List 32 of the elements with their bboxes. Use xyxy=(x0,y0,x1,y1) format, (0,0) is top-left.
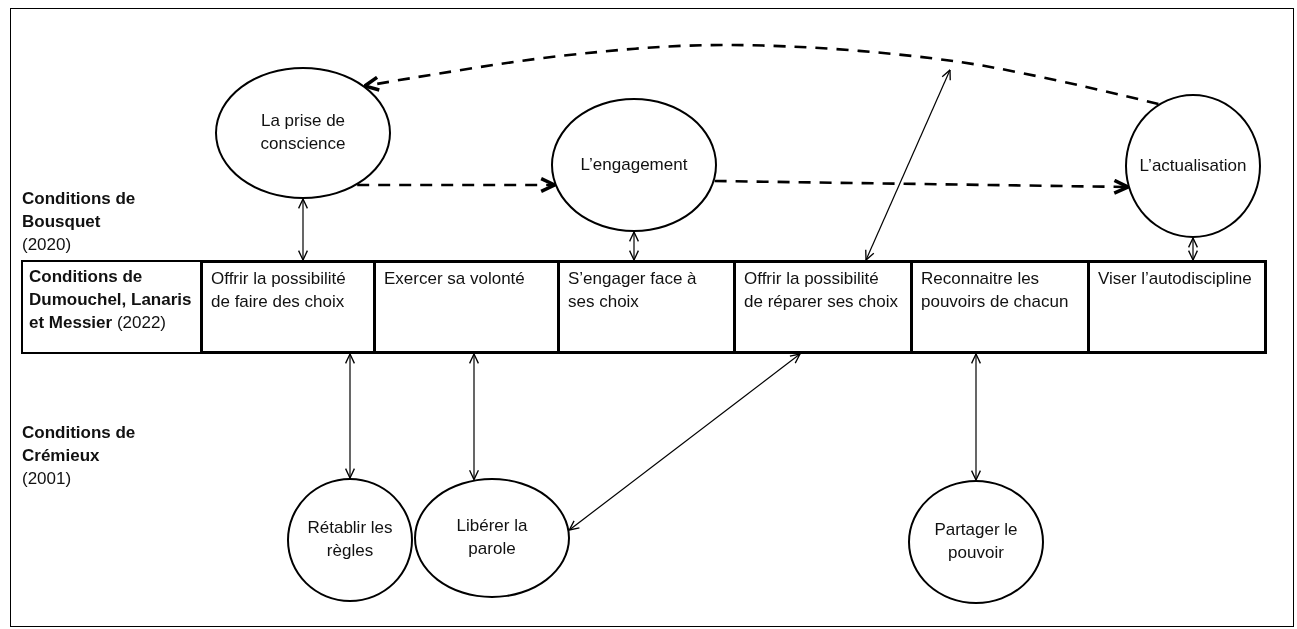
node-text: Viser l’autodiscipline xyxy=(1098,268,1253,290)
row-label: Conditions de Bousquet (2020) xyxy=(22,188,137,256)
double-arrow xyxy=(865,69,951,261)
dashed-arrow xyxy=(357,176,557,194)
node-text: La prise de conscience xyxy=(259,110,347,155)
node-text: Offrir la possibilité de réparer ses choix xyxy=(744,268,900,313)
table-cell xyxy=(373,260,560,354)
table-cell xyxy=(733,260,913,354)
table-cell xyxy=(1087,260,1267,354)
double-arrow xyxy=(468,353,480,481)
node-text: Exercer sa volonté xyxy=(384,268,526,290)
row-header-box xyxy=(21,260,203,354)
dashed-arrow xyxy=(363,43,1159,106)
double-arrow xyxy=(1187,237,1199,261)
node-text: Offrir la possibilité de faire des choix xyxy=(211,268,347,313)
double-arrow xyxy=(297,198,309,261)
double-arrow xyxy=(628,231,640,261)
node-text: Partager le pouvoir xyxy=(933,519,1019,564)
node-text: Conditions de Dumouchel, Lanaris et Messier (2022) xyxy=(29,266,193,334)
node-text: L’engagement xyxy=(580,153,688,176)
node-text: Libérer la parole xyxy=(455,515,529,560)
double-arrow xyxy=(568,353,801,531)
node-text: Rétablir les règles xyxy=(306,517,394,562)
row-label: Conditions de Crémieux (2001) xyxy=(22,422,137,490)
table-cell xyxy=(557,260,736,354)
table-cell xyxy=(200,260,376,354)
node-text: S’engager face à ses choix xyxy=(568,268,698,313)
node-text: L’actualisation xyxy=(1139,154,1247,177)
node-text: Reconnaitre les pouvoirs de chacun xyxy=(921,268,1070,313)
double-arrow xyxy=(344,353,356,479)
double-arrow xyxy=(970,353,982,481)
table-cell xyxy=(910,260,1090,354)
